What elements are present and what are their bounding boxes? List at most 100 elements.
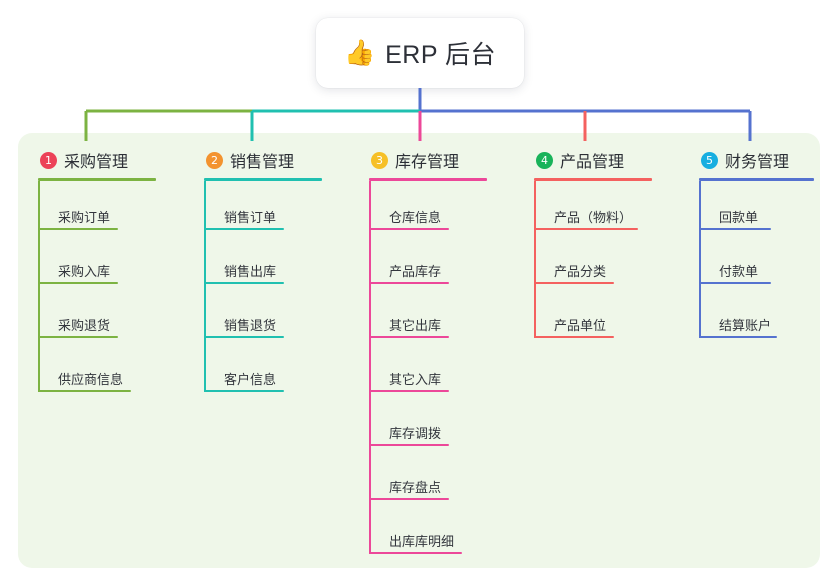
root-node-content: 👍 ERP 后台 — [344, 35, 496, 71]
leaf-item-label: 客户信息 — [224, 372, 277, 387]
branch-header-rule — [204, 178, 322, 181]
leaf-item-label: 付款单 — [719, 264, 759, 279]
leaf-item-label: 结算账户 — [719, 318, 772, 333]
branch-items: 产品（物料） 产品分类产品单位 — [534, 181, 684, 343]
leaf-item-rule — [204, 390, 284, 392]
leaf-item-rule — [204, 282, 284, 284]
leaf-item-rule — [534, 282, 614, 284]
branch-title: 库存管理 — [395, 154, 460, 171]
leaf-item[interactable]: 库存调拨 — [369, 397, 529, 451]
branch-items: 采购订单采购入库采购退货供应商信息 — [38, 181, 188, 397]
branch-number-badge: 5 — [701, 151, 718, 169]
leaf-item-rule — [699, 228, 771, 230]
leaf-item-label: 销售出库 — [224, 264, 277, 279]
branch-number-badge: 4 — [536, 151, 553, 169]
leaf-item[interactable]: 付款单 — [699, 235, 839, 289]
leaf-item[interactable]: 销售出库 — [204, 235, 354, 289]
leaf-item[interactable]: 采购订单 — [38, 181, 188, 235]
branch-header-rule — [534, 178, 652, 181]
branch-spine — [534, 181, 536, 338]
leaf-item[interactable]: 采购入库 — [38, 235, 188, 289]
branch-column-1: 1 采购管理采购订单采购入库采购退货供应商信息 — [38, 148, 188, 397]
leaf-item-label: 采购订单 — [58, 210, 111, 225]
leaf-item-rule — [38, 228, 118, 230]
leaf-item[interactable]: 仓库信息 — [369, 181, 529, 235]
branch-items: 回款单付款单结算账户 — [699, 181, 839, 343]
branch-header-rule — [38, 178, 156, 181]
leaf-item-label: 销售订单 — [224, 210, 277, 225]
branch-header-3[interactable]: 3 库存管理 — [369, 148, 529, 172]
leaf-item-rule — [369, 498, 449, 500]
leaf-item-rule — [369, 552, 462, 554]
branches-panel — [18, 133, 820, 568]
leaf-item[interactable]: 供应商信息 — [38, 343, 188, 397]
branch-items: 仓库信息产品库存其它出库其它入库库存调拨库存盘点出库库明细 — [369, 181, 529, 559]
branch-header-rule — [369, 178, 487, 181]
leaf-item[interactable]: 库存盘点 — [369, 451, 529, 505]
root-node-card[interactable]: 👍 ERP 后台 — [316, 18, 524, 88]
branch-items: 销售订单销售出库销售退货客户信息 — [204, 181, 354, 397]
branch-header-4[interactable]: 4 产品管理 — [534, 148, 684, 172]
leaf-item[interactable]: 出库库明细 — [369, 505, 529, 559]
leaf-item-label: 产品（物料） — [554, 210, 633, 225]
leaf-item-label: 产品库存 — [389, 264, 442, 279]
thumbs-up-emoji: 👍 — [343, 38, 376, 67]
leaf-item-label: 其它出库 — [389, 318, 442, 333]
leaf-item-rule — [38, 390, 131, 392]
leaf-item-label: 采购入库 — [58, 264, 111, 279]
leaf-item-label: 产品单位 — [554, 318, 607, 333]
leaf-item[interactable]: 销售订单 — [204, 181, 354, 235]
leaf-item-label: 产品分类 — [554, 264, 607, 279]
leaf-item-label: 其它入库 — [389, 372, 442, 387]
branch-column-3: 3 库存管理仓库信息产品库存其它出库其它入库库存调拨库存盘点出库库明细 — [369, 148, 529, 559]
branch-column-5: 5 财务管理回款单付款单结算账户 — [699, 148, 839, 343]
leaf-item-label: 回款单 — [719, 210, 759, 225]
leaf-item-label: 库存调拨 — [389, 426, 442, 441]
leaf-item-rule — [38, 282, 118, 284]
leaf-item-rule — [534, 228, 638, 230]
leaf-item[interactable]: 回款单 — [699, 181, 839, 235]
branch-spine — [369, 181, 371, 554]
leaf-item[interactable]: 产品单位 — [534, 289, 684, 343]
leaf-item[interactable]: 客户信息 — [204, 343, 354, 397]
branch-spine — [38, 181, 40, 392]
leaf-item-rule — [38, 336, 118, 338]
leaf-item[interactable]: 其它入库 — [369, 343, 529, 397]
branch-column-2: 2 销售管理销售订单销售出库销售退货客户信息 — [204, 148, 354, 397]
leaf-item[interactable]: 产品（物料） — [534, 181, 684, 235]
leaf-item-rule — [369, 390, 449, 392]
leaf-item-label: 仓库信息 — [389, 210, 442, 225]
leaf-item-rule — [369, 444, 449, 446]
branch-number-badge: 1 — [40, 151, 57, 169]
leaf-item[interactable]: 产品分类 — [534, 235, 684, 289]
leaf-item[interactable]: 产品库存 — [369, 235, 529, 289]
leaf-item[interactable]: 结算账户 — [699, 289, 839, 343]
branch-spine — [699, 181, 701, 338]
root-node-label: ERP 后台 — [385, 41, 497, 69]
leaf-item-rule — [369, 282, 449, 284]
branch-header-2[interactable]: 2 销售管理 — [204, 148, 354, 172]
branch-number-badge: 3 — [371, 151, 388, 169]
leaf-item[interactable]: 销售退货 — [204, 289, 354, 343]
leaf-item-rule — [204, 336, 284, 338]
branch-title: 财务管理 — [725, 154, 790, 171]
branch-title: 销售管理 — [230, 154, 295, 171]
leaf-item-label: 采购退货 — [58, 318, 111, 333]
leaf-item[interactable]: 其它出库 — [369, 289, 529, 343]
branch-spine — [204, 181, 206, 392]
leaf-item-rule — [699, 336, 777, 338]
branch-header-1[interactable]: 1 采购管理 — [38, 148, 188, 172]
branch-title: 产品管理 — [560, 154, 625, 171]
leaf-item-rule — [699, 282, 771, 284]
leaf-item-label: 销售退货 — [224, 318, 277, 333]
leaf-item-label: 出库库明细 — [389, 534, 455, 549]
leaf-item-rule — [369, 336, 449, 338]
leaf-item-rule — [369, 228, 449, 230]
branch-header-5[interactable]: 5 财务管理 — [699, 148, 839, 172]
leaf-item-label: 库存盘点 — [389, 480, 442, 495]
branch-column-4: 4 产品管理产品（物料） 产品分类产品单位 — [534, 148, 684, 343]
leaf-item[interactable]: 采购退货 — [38, 289, 188, 343]
branch-number-badge: 2 — [206, 151, 223, 169]
branch-title: 采购管理 — [64, 154, 129, 171]
